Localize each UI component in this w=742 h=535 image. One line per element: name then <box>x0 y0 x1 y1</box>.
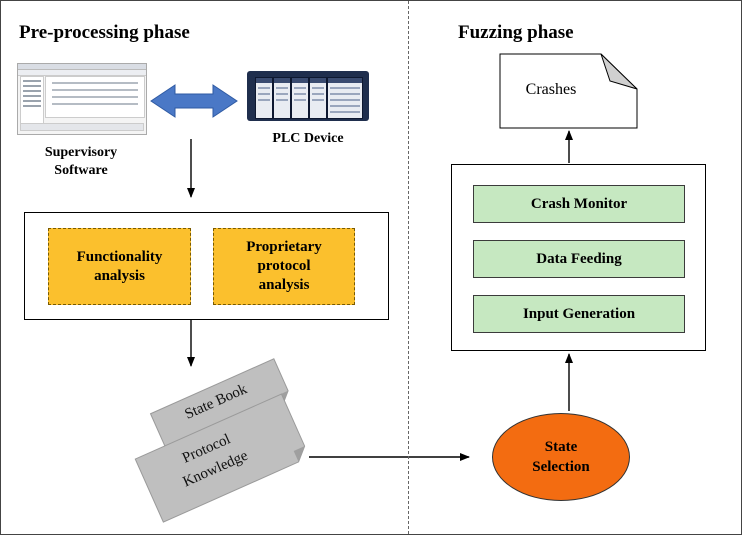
phase-divider <box>408 1 409 534</box>
bidirectional-arrow <box>150 84 238 118</box>
crashes-document <box>499 53 638 129</box>
plc-device-image <box>247 71 369 121</box>
preprocessing-phase-title: Pre-processing phase <box>19 22 190 43</box>
supervisory-software-screenshot <box>17 63 147 135</box>
protocol-knowledge-document <box>134 393 306 523</box>
proprietary-protocol-analysis-box: Proprietary protocol analysis <box>213 228 355 305</box>
input-generation-box: Input Generation <box>473 295 685 333</box>
crashes-fold <box>600 53 638 90</box>
supervisory-software-label: Supervisory Software <box>44 145 118 178</box>
data-feeding-box: Data Feeding <box>473 240 685 278</box>
fuzzing-phase-title: Fuzzing phase <box>458 22 574 43</box>
plc-device-label: PLC Device <box>272 131 344 146</box>
state-selection-node: State Selection <box>492 413 630 501</box>
crashes-label: Crashes <box>525 81 577 98</box>
crash-monitor-box: Crash Monitor <box>473 185 685 223</box>
functionality-analysis-box: Functionality analysis <box>48 228 191 305</box>
